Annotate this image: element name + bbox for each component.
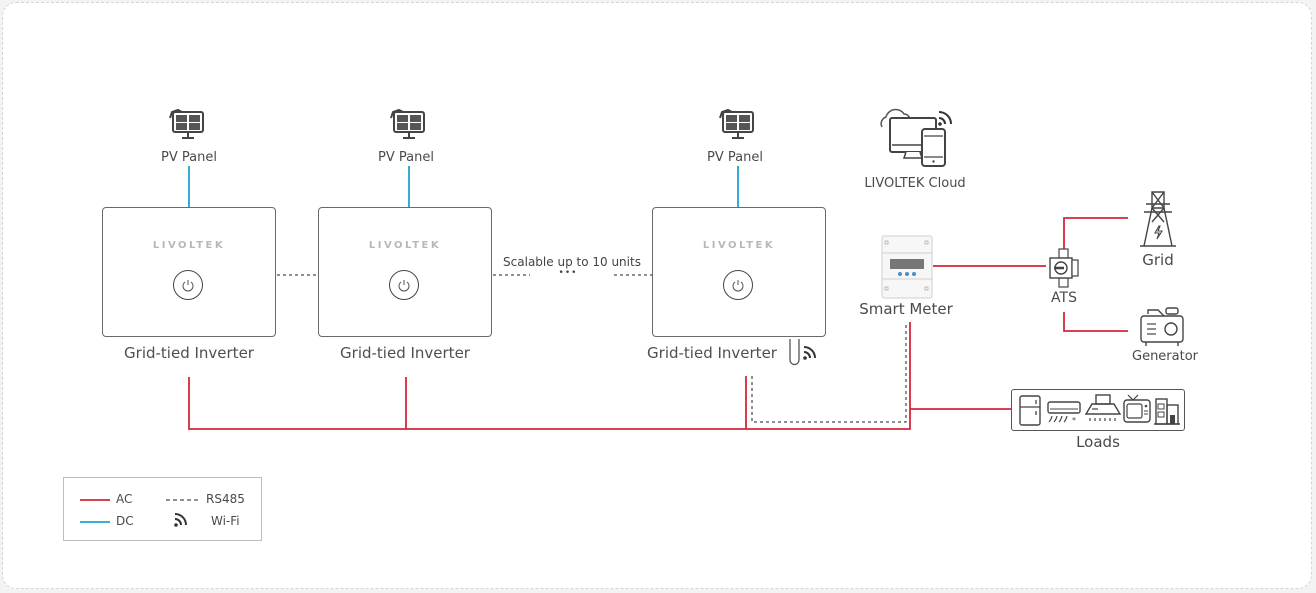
- ac-ats-generator: [1063, 312, 1128, 332]
- ac-ats-grid: [1063, 217, 1128, 250]
- range-hood-icon: [1084, 394, 1122, 421]
- ac-bus: [188, 322, 911, 430]
- pv-panel-label-2: PV Panel: [378, 150, 434, 165]
- generator-label: Generator: [1131, 349, 1199, 364]
- grid-tied-inverter-2: LIVOLTEK: [318, 207, 492, 337]
- smart-meter-label: Smart Meter: [859, 300, 953, 318]
- legend-rs485-label: RS485: [206, 492, 245, 506]
- grid-label: Grid: [1142, 251, 1174, 269]
- solar-panel-icon: [169, 108, 204, 139]
- tv-icon: [1123, 394, 1151, 423]
- solar-panel-icon: [390, 108, 425, 139]
- power-button-icon: [173, 270, 203, 300]
- wifi-icon: [174, 513, 187, 527]
- loads-label: Loads: [1076, 433, 1120, 451]
- loads-icons: *: [1019, 394, 1180, 426]
- air-conditioner-icon: *: [1047, 401, 1081, 425]
- fridge-icon: [1019, 395, 1041, 426]
- wifi-dongle-icon: [789, 339, 816, 366]
- inverter-label-1: Grid-tied Inverter: [124, 344, 254, 362]
- legend-swatches: [80, 499, 200, 527]
- cloud-monitor-phone-icon: [880, 108, 952, 167]
- inverter-label-3: Grid-tied Inverter: [647, 344, 777, 362]
- rs485-inverter-meter: [751, 322, 907, 423]
- loads-box: *: [1011, 389, 1185, 431]
- inverter-label-2: Grid-tied Inverter: [340, 344, 470, 362]
- brand-logo: LIVOLTEK: [702, 240, 776, 251]
- ats-label: ATS: [1051, 290, 1077, 306]
- svg-text:*: *: [1072, 416, 1076, 425]
- cloud-label: LIVOLTEK Cloud: [864, 176, 966, 191]
- pv-panel-label-1: PV Panel: [161, 150, 217, 165]
- grid-tied-inverter-1: LIVOLTEK: [102, 207, 276, 337]
- power-button-icon: [389, 270, 419, 300]
- ellipsis-more-units: •••: [558, 268, 578, 278]
- smart-meter-icon: [881, 235, 933, 299]
- legend-ac-label: AC: [116, 492, 133, 506]
- generator-icon: [1140, 307, 1184, 346]
- legend-wifi-label: Wi-Fi: [211, 514, 240, 528]
- grid-tied-inverter-3: LIVOLTEK: [652, 207, 826, 337]
- solar-panel-icon: [719, 108, 754, 139]
- brand-logo: LIVOLTEK: [368, 240, 442, 251]
- legend: AC DC RS485 Wi-Fi: [63, 477, 262, 541]
- legend-dc-label: DC: [116, 514, 134, 528]
- scalable-note: Scalable up to 10 units: [503, 255, 641, 269]
- brand-logo: LIVOLTEK: [152, 240, 226, 251]
- pv-panel-label-3: PV Panel: [707, 150, 763, 165]
- building-icon: [1154, 398, 1180, 425]
- transmission-tower-icon: [1140, 191, 1176, 247]
- ats-switch-icon: [1049, 248, 1079, 288]
- power-button-icon: [723, 270, 753, 300]
